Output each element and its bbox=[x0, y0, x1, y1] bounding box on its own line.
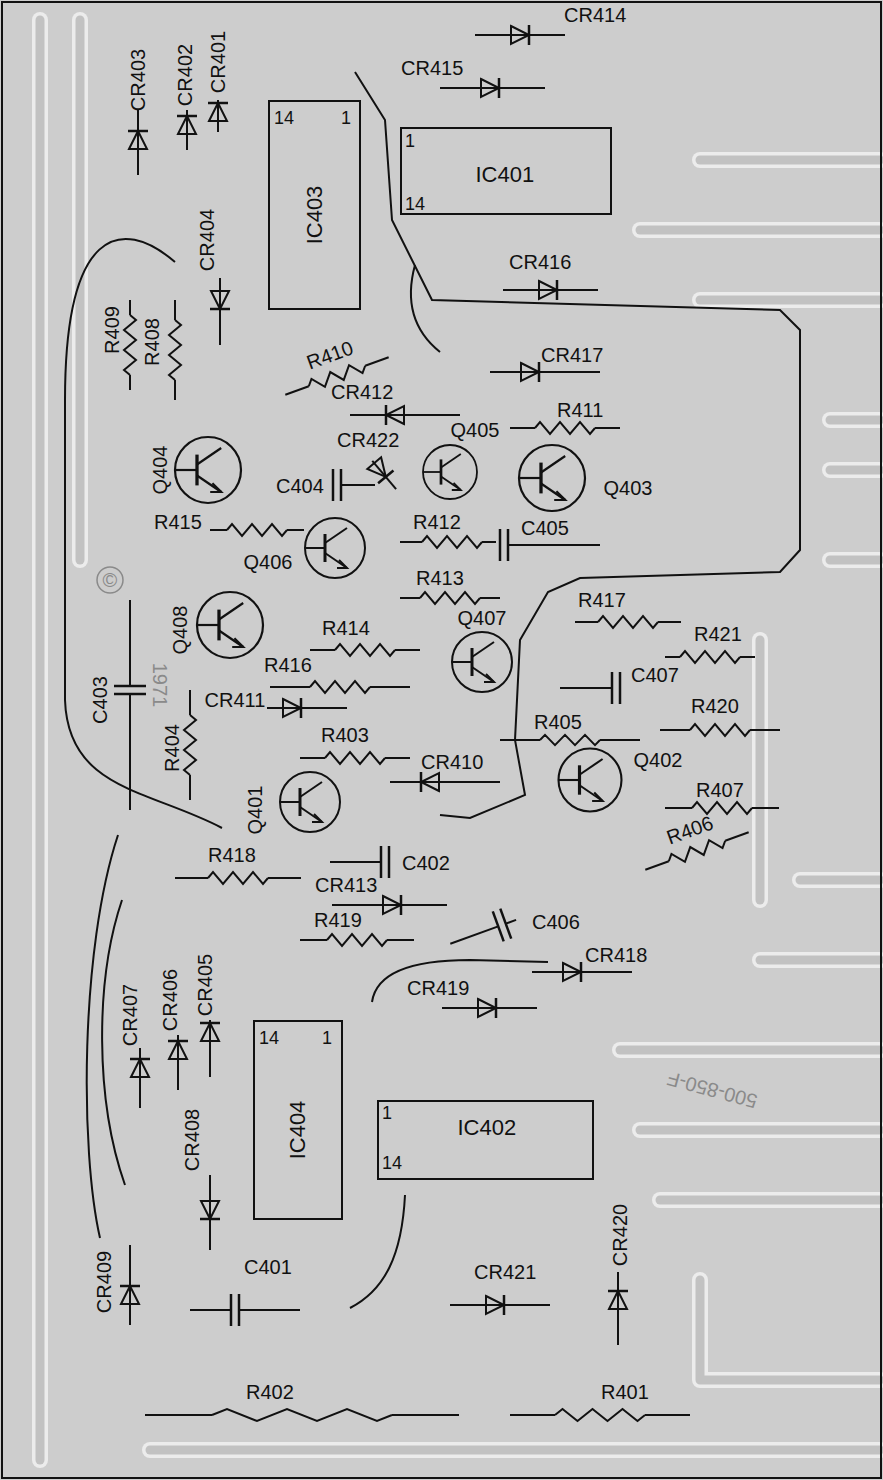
part-label: CR412 bbox=[331, 382, 393, 402]
part-label: R416 bbox=[264, 655, 312, 675]
ic-designator: IC404 bbox=[287, 1101, 309, 1160]
part-label: CR415 bbox=[401, 58, 463, 78]
pin-number: 14 bbox=[259, 1029, 279, 1047]
part-label: CR408 bbox=[182, 1109, 202, 1171]
part-label: CR401 bbox=[208, 31, 228, 93]
part-label: C407 bbox=[631, 665, 679, 685]
part-label: 1971 bbox=[150, 663, 170, 708]
ic-outline: 14 1IC404 bbox=[253, 1020, 343, 1220]
part-label: CR421 bbox=[474, 1262, 536, 1282]
part-label: CR403 bbox=[128, 49, 148, 111]
part-label: CR404 bbox=[197, 209, 217, 271]
part-label: R404 bbox=[162, 724, 182, 772]
part-label: R403 bbox=[321, 725, 369, 745]
ic-designator: IC403 bbox=[304, 186, 326, 245]
part-label: CR407 bbox=[120, 984, 140, 1046]
part-label: CR413 bbox=[315, 875, 377, 895]
part-label: CR416 bbox=[509, 252, 571, 272]
pin-number: 14 bbox=[382, 1154, 402, 1172]
part-label: CR422 bbox=[337, 430, 399, 450]
part-label: C404 bbox=[276, 476, 324, 496]
ic-outline: 1IC402 14 bbox=[377, 1100, 594, 1180]
part-label: CR402 bbox=[175, 44, 195, 106]
part-label: CR411 bbox=[205, 690, 266, 710]
part-label: R402 bbox=[246, 1382, 294, 1402]
part-label: R405 bbox=[534, 712, 582, 732]
pin-number: 1 bbox=[322, 1029, 332, 1047]
part-label: R412 bbox=[413, 512, 461, 532]
part-label: R401 bbox=[601, 1382, 649, 1402]
part-label: Q404 bbox=[150, 446, 170, 495]
part-label: CR418 bbox=[585, 945, 647, 965]
part-label: R409 bbox=[102, 306, 122, 354]
part-label: Q406 bbox=[244, 552, 293, 572]
ic-outline: 1IC401 14 bbox=[400, 127, 612, 215]
part-label: R417 bbox=[578, 590, 626, 610]
part-label: C405 bbox=[521, 518, 569, 538]
pin-number: 14 bbox=[405, 195, 425, 213]
part-label: CR417 bbox=[541, 345, 603, 365]
pin-number: 1 bbox=[405, 132, 415, 150]
jumper-wire bbox=[65, 72, 800, 1308]
diode-symbol bbox=[120, 25, 632, 1345]
part-label: R407 bbox=[696, 780, 744, 800]
ic-designator: IC402 bbox=[458, 1117, 517, 1139]
part-label: CR406 bbox=[160, 969, 180, 1031]
part-label: Q405 bbox=[451, 420, 500, 440]
part-label: Q407 bbox=[458, 608, 507, 628]
part-label: Q401 bbox=[245, 786, 265, 835]
part-label: CR405 bbox=[195, 954, 215, 1016]
pin-number: 1 bbox=[341, 109, 351, 127]
ic-designator: IC401 bbox=[476, 164, 535, 186]
part-label: CR410 bbox=[421, 752, 483, 772]
part-label: Q402 bbox=[634, 750, 683, 770]
part-label: C406 bbox=[532, 912, 580, 932]
part-label: Q403 bbox=[604, 478, 653, 498]
part-label: R418 bbox=[208, 845, 256, 865]
part-label: R408 bbox=[142, 318, 162, 366]
part-label: R414 bbox=[322, 618, 370, 638]
transistor-symbol bbox=[175, 437, 622, 832]
part-label: Q408 bbox=[170, 606, 190, 655]
part-label: R411 bbox=[557, 400, 603, 420]
part-label: R420 bbox=[691, 696, 739, 716]
copyright-ring bbox=[97, 567, 123, 593]
part-label: CR420 bbox=[610, 1204, 630, 1266]
part-label: CR419 bbox=[407, 978, 469, 998]
part-label: C403 bbox=[90, 676, 110, 724]
part-label: R413 bbox=[416, 568, 464, 588]
part-label: R421 bbox=[694, 624, 742, 644]
pin-number: 14 bbox=[274, 109, 294, 127]
part-label: CR409 bbox=[94, 1251, 114, 1313]
resistor-symbol bbox=[124, 300, 780, 1421]
pin-number: 1 bbox=[382, 1104, 392, 1122]
part-label: © bbox=[103, 570, 118, 590]
part-label: R415 bbox=[154, 512, 202, 532]
ic-outline: 14 1IC403 bbox=[268, 100, 361, 310]
part-label: R419 bbox=[314, 910, 362, 930]
copper-traces bbox=[40, 20, 880, 1460]
part-label: CR414 bbox=[564, 5, 626, 25]
part-label: C401 bbox=[244, 1257, 292, 1277]
part-label: C402 bbox=[402, 853, 450, 873]
